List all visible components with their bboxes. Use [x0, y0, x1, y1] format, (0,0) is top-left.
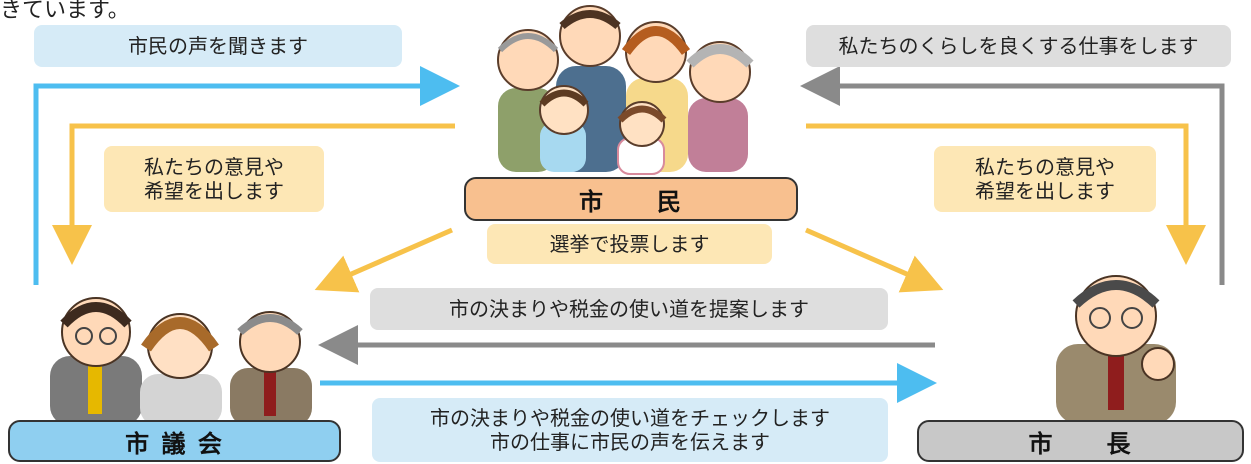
label-opinions-right: 私たちの意見や 希望を出します — [934, 146, 1156, 212]
label-check: 市の決まりや税金の使い道をチェックします 市の仕事に市民の声を伝えます — [372, 398, 888, 462]
label-vote: 選挙で投票します — [487, 224, 772, 264]
family-illustration-icon — [497, 5, 754, 175]
top-text: きています。 — [0, 0, 130, 23]
mayor-illustration-icon — [1056, 275, 1176, 424]
citizens-box: 市 民 — [464, 177, 798, 221]
label-propose: 市の決まりや税金の使い道を提案します — [370, 288, 888, 330]
arrow-vote-mayor — [804, 227, 944, 293]
arrow-council-to-citizens — [33, 66, 460, 285]
mayor-box: 市 長 — [917, 420, 1244, 462]
council-members-illustration-icon — [50, 297, 312, 426]
arrow-citizens-to-council-opinion — [52, 123, 455, 265]
arrow-citizens-to-mayor-opinion — [806, 123, 1206, 265]
council-box: 市 議 会 — [8, 420, 341, 462]
label-listen-voice: 市民の声を聞きます — [34, 25, 402, 67]
label-improve-life: 私たちのくらしを良くする仕事をします — [806, 25, 1231, 67]
arrow-mayor-to-citizens — [800, 66, 1225, 285]
label-opinions-left: 私たちの意見や 希望を出します — [104, 146, 324, 212]
arrow-vote-council — [314, 227, 454, 293]
